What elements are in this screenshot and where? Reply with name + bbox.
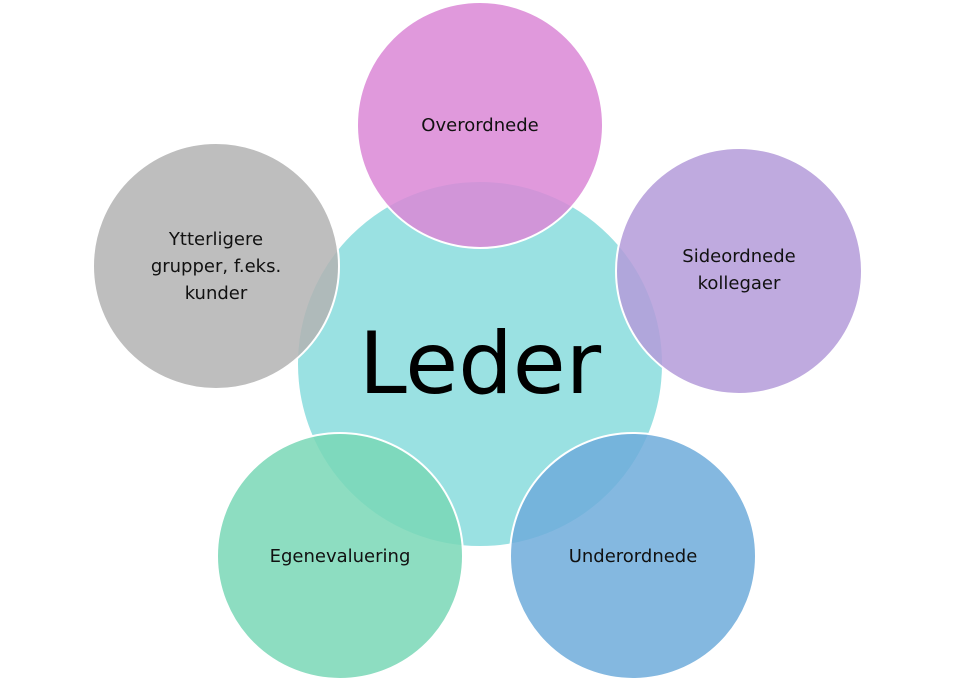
- node-label-sideordnede: Sideordnede kollegaer: [682, 246, 796, 294]
- node-circle-ytterligere: [92, 142, 340, 390]
- node-label-ytterligere: Ytterligere grupper, f.eks. kunder: [150, 228, 282, 304]
- node-circle-egenevaluering: [216, 432, 464, 680]
- node-circle-underordnede: [509, 432, 757, 680]
- node-circle-overordnede: [356, 1, 604, 249]
- center-label: Leder: [358, 314, 602, 414]
- node-label-overordnede: Overordnede: [421, 114, 539, 136]
- node-label-egenevaluering: Egenevaluering: [269, 545, 411, 567]
- node-circle-sideordnede: [615, 147, 863, 395]
- node-label-underordnede: Underordnede: [568, 545, 698, 567]
